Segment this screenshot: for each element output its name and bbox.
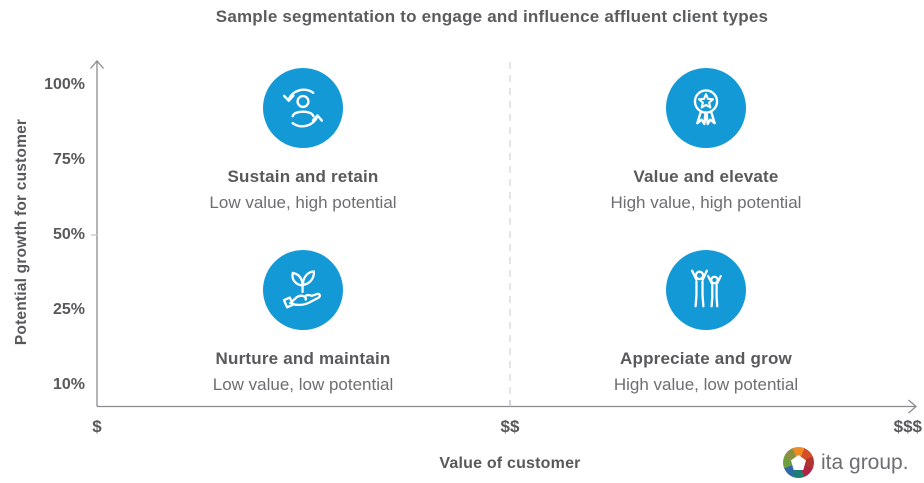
y-tick-100: 100% bbox=[44, 76, 85, 93]
hand-plant-icon bbox=[263, 250, 343, 330]
ita-group-logo-mark-icon bbox=[783, 447, 814, 478]
x-tick-low: $ bbox=[92, 417, 102, 436]
quadrant-title: Value and elevate bbox=[633, 167, 779, 186]
celebration-people-icon bbox=[666, 250, 746, 330]
quadrant-title: Appreciate and grow bbox=[620, 349, 792, 368]
x-tick-mid: $$ bbox=[500, 417, 520, 436]
x-axis-arrow bbox=[908, 399, 917, 414]
x-axis-label: Value of customer bbox=[439, 455, 581, 472]
quadrant-value-and-elevate: Value and elevate High value, high poten… bbox=[546, 68, 866, 215]
chart-title: Sample segmentation to engage and influe… bbox=[215, 7, 769, 26]
quadrant-nurture-and-maintain: Nurture and maintain Low value, low pote… bbox=[143, 250, 463, 397]
quadrant-subtitle: High value, high potential bbox=[610, 193, 802, 212]
quadrant-subtitle: Low value, high potential bbox=[209, 193, 397, 212]
ita-group-logo: ita group. bbox=[783, 447, 909, 478]
x-tick-high: $$$ bbox=[893, 417, 922, 436]
y-tick-10: 10% bbox=[52, 376, 85, 393]
y-tick-75: 75% bbox=[52, 151, 85, 168]
quadrant-subtitle: Low value, low potential bbox=[212, 375, 394, 394]
person-refresh-icon bbox=[263, 68, 343, 148]
quadrant-subtitle: High value, low potential bbox=[613, 375, 799, 394]
quadrant-appreciate-and-grow: Appreciate and grow High value, low pote… bbox=[546, 250, 866, 397]
y-tick-25: 25% bbox=[52, 301, 85, 318]
quadrant-title: Sustain and retain bbox=[227, 167, 379, 186]
quadrant-title: Nurture and maintain bbox=[215, 349, 391, 368]
ita-group-logo-text: ita group. bbox=[821, 450, 909, 474]
quadrant-sustain-and-retain: Sustain and retain Low value, high poten… bbox=[143, 68, 463, 215]
award-ribbon-icon bbox=[666, 68, 746, 148]
y-tick-50: 50% bbox=[52, 226, 85, 243]
y-axis-arrow bbox=[90, 60, 104, 69]
